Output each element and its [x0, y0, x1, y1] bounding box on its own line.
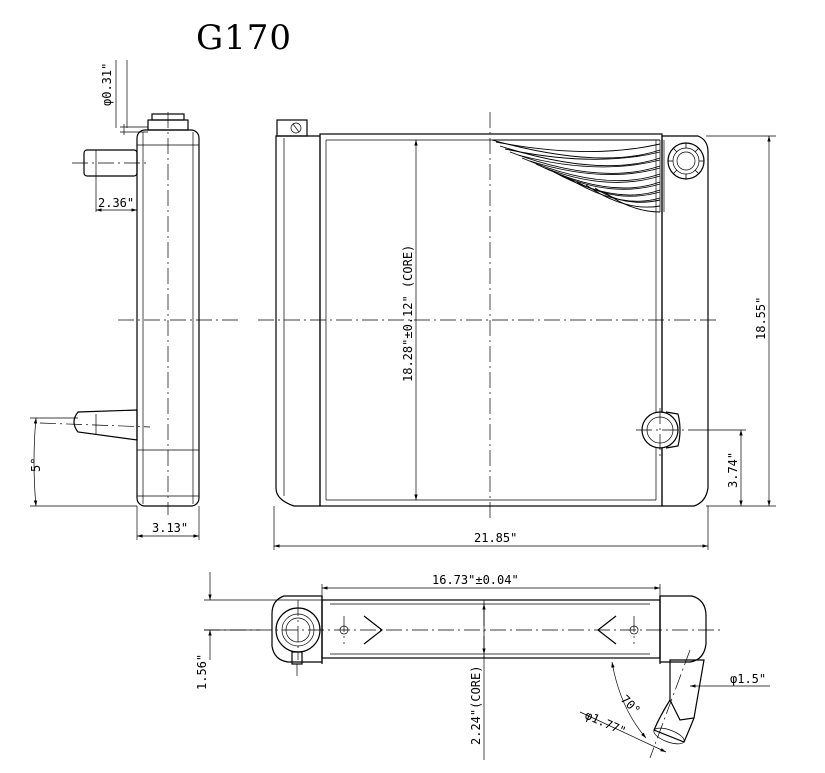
bottom-view — [204, 584, 770, 759]
side-width-label: 3.13" — [152, 521, 188, 535]
inlet-offset-label: 2.36" — [98, 196, 134, 210]
front-view — [258, 112, 776, 550]
side-angle-label: 5° — [29, 458, 43, 472]
outlet-height-label: 3.74" — [726, 452, 740, 488]
side-view — [30, 60, 240, 540]
cap-diameter-label: φ0.31" — [100, 63, 114, 106]
drawing-title: G170 — [196, 18, 293, 58]
outlet-angle-label: 70° — [618, 692, 643, 717]
outlet-diameter-label: φ1.5" — [730, 672, 766, 686]
overall-height-label: 18.55" — [754, 297, 768, 340]
core-depth-label: 2.24"(CORE) — [469, 666, 483, 745]
side-dimensions: φ0.31" 2.36" 5° 3.13" — [29, 63, 199, 538]
overall-width-label: 21.85" — [474, 531, 517, 545]
core-width-label: 16.73"±0.04" — [432, 573, 519, 587]
core-height-label: 18.28"±0.12" (CORE) — [401, 245, 415, 382]
bottom-offset-label: 1.56" — [195, 654, 209, 690]
front-dimensions: 18.28"±0.12" (CORE) 18.55" 3.74" 21.85" — [274, 136, 771, 548]
hose-diameter-label: φ1.77" — [583, 708, 628, 738]
